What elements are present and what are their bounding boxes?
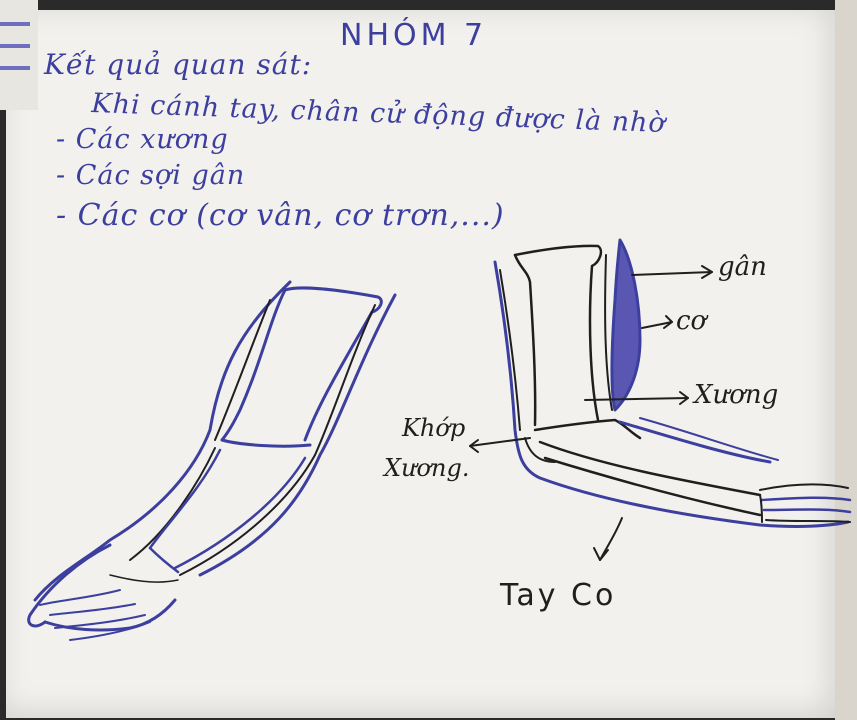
diagram-caption: Tay Co [500, 578, 616, 613]
arrow-tendon [632, 272, 712, 275]
label-joint-bone: Xương. [384, 454, 469, 482]
label-tendon: gân [718, 252, 767, 282]
label-bone: Xương [694, 380, 778, 410]
arrow-caption [600, 518, 622, 560]
arrow-bone [585, 398, 688, 400]
label-muscle: cơ [676, 306, 706, 336]
arrow-joint [470, 438, 530, 446]
straight-arm-drawing [29, 282, 395, 640]
label-joint: Khớp [402, 414, 465, 442]
bent-arm-drawing [495, 240, 850, 526]
